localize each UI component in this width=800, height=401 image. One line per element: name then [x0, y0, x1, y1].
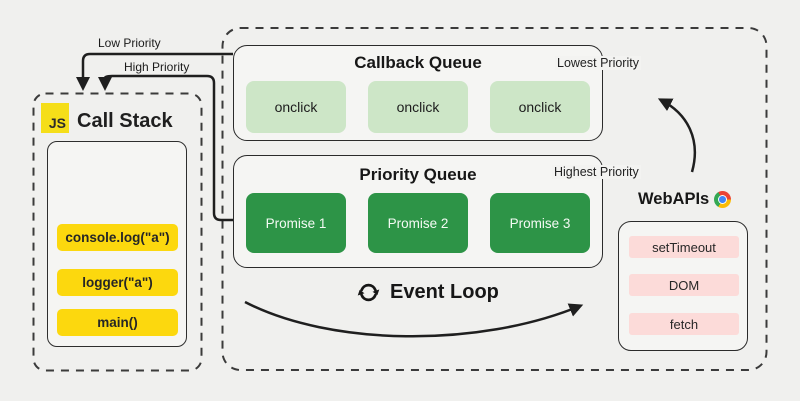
priority-queue-title: Priority Queue	[359, 165, 477, 184]
stack-frame-main: main()	[57, 309, 178, 336]
call-stack-title: Call Stack	[77, 110, 173, 132]
webapis-title-group: WebAPIs	[638, 190, 732, 209]
stack-frame-console-log: console.log("a")	[57, 224, 178, 251]
stack-frame-logger: logger("a")	[57, 269, 178, 296]
chrome-icon	[714, 191, 732, 208]
cycle-refresh-icon	[357, 283, 380, 302]
event-loop-arrow	[244, 300, 584, 338]
callback-item-onclick: onclick	[246, 81, 346, 133]
webapi-item-dom: DOM	[629, 274, 739, 296]
high-priority-label: High Priority	[124, 60, 190, 74]
low-priority-arrowhead-icon	[76, 77, 90, 91]
priority-queue-box: Priority Queue Promise 1 Promise 2 Promi…	[233, 155, 603, 268]
callback-item-onclick: onclick	[368, 81, 468, 133]
webapi-item-fetch: fetch	[629, 313, 739, 335]
callback-queue-box: Callback Queue onclick onclick onclick	[233, 45, 603, 141]
javascript-logo-icon: JS	[41, 103, 69, 133]
event-loop-group: Event Loop	[356, 280, 499, 305]
event-loop-label: Event Loop	[390, 281, 499, 303]
callback-item-onclick: onclick	[490, 81, 590, 133]
high-priority-arrowhead-icon	[98, 77, 112, 91]
highest-priority-label: Highest Priority	[552, 165, 641, 179]
priority-item-promise-2: Promise 2	[368, 193, 468, 253]
webapis-box: setTimeout DOM fetch	[618, 221, 748, 351]
javascript-logo-text: JS	[48, 115, 66, 131]
webapi-item-settimeout: setTimeout	[629, 236, 739, 258]
priority-item-promise-3: Promise 3	[490, 193, 590, 253]
low-priority-label: Low Priority	[98, 36, 161, 50]
callback-queue-title: Callback Queue	[354, 53, 482, 72]
call-stack-frame-box: console.log("a") logger("a") main()	[47, 141, 187, 347]
webapis-title: WebAPIs	[638, 190, 710, 208]
priority-item-promise-1: Promise 1	[246, 193, 346, 253]
webapis-to-queue-arrow	[657, 98, 697, 173]
lowest-priority-label: Lowest Priority	[555, 56, 641, 70]
